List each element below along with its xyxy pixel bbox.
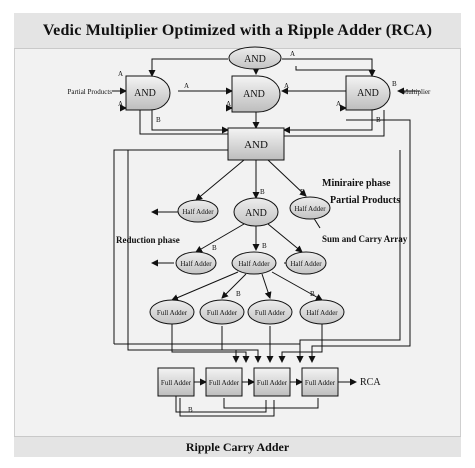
edge-label-b: B <box>392 80 397 88</box>
label-minimize-phase: Miniraire phase <box>322 178 391 189</box>
edge-label-b: B <box>156 116 161 124</box>
edge-label-a: A <box>336 100 341 108</box>
svg-text:Half Adder: Half Adder <box>290 260 322 268</box>
svg-text:Half Adder: Half Adder <box>180 260 212 268</box>
title-bar: Vedic Multiplier Optimized with a Ripple… <box>14 13 461 49</box>
svg-text:AND: AND <box>244 54 266 65</box>
and-gate-center: AND <box>231 75 281 113</box>
half-adder-node: Half Adder <box>285 251 327 275</box>
svg-text:Half Adder: Half Adder <box>294 205 326 213</box>
label-reduction-phase: Reduction phase <box>116 235 180 245</box>
svg-text:AND: AND <box>357 88 379 99</box>
label-multiplier: Multiplier <box>402 88 431 96</box>
and-gate-main: AND <box>227 127 285 161</box>
connectors <box>112 58 420 417</box>
and-gate-left: AND <box>125 75 171 111</box>
label-sum-carry-array: Sum and Carry Array <box>322 234 408 244</box>
edge-label-b: B <box>236 290 241 298</box>
svg-text:AND: AND <box>245 208 267 219</box>
footer-caption: Ripple Carry Adder <box>185 439 290 454</box>
diagram-title: Vedic Multiplier Optimized with a Ripple… <box>42 21 433 39</box>
label-partial-products-left: Partial Products <box>67 88 112 96</box>
half-adder-node: Half Adder <box>231 251 277 275</box>
and-gate-right: AND <box>345 75 391 111</box>
and-gate-mid: AND <box>233 197 279 227</box>
svg-text:Half Adder: Half Adder <box>306 309 338 317</box>
label-rca-output: RCA <box>360 377 381 388</box>
edge-labels: A A A A A A A B B B B B B B B B B <box>118 50 397 414</box>
svg-text:AND: AND <box>243 89 265 100</box>
label-partial-products: Partial Products <box>330 195 400 206</box>
rca-full-adder: Full Adder <box>157 367 195 397</box>
edge-label-b: B <box>188 406 193 414</box>
full-adder-node: Full Adder <box>199 299 245 325</box>
full-adder-node: Full Adder <box>149 299 195 325</box>
svg-text:Full Adder: Full Adder <box>157 309 188 317</box>
svg-text:Half Adder: Half Adder <box>182 208 214 216</box>
rca-full-adder: Full Adder <box>253 367 291 397</box>
edge-label-b: B <box>300 188 305 196</box>
edge-label-b: B <box>376 116 381 124</box>
svg-text:AND: AND <box>244 139 268 151</box>
edge-label-b: B <box>260 188 265 196</box>
edge-label-a: A <box>118 70 123 78</box>
footer-bar: Ripple Carry Adder <box>14 436 461 457</box>
edge-label-b: B <box>310 290 315 298</box>
half-adder-node: Half Adder <box>175 251 217 275</box>
edge-label-a: A <box>284 82 289 90</box>
and-gate-top: AND <box>228 46 282 70</box>
svg-text:AND: AND <box>134 88 156 99</box>
edge-label-a: A <box>118 100 123 108</box>
edge-label-a: A <box>290 50 295 58</box>
svg-text:Full Adder: Full Adder <box>305 379 336 387</box>
rca-full-adder: Full Adder <box>205 367 243 397</box>
svg-text:Full Adder: Full Adder <box>207 309 238 317</box>
edge-label-a: A <box>184 82 189 90</box>
rca-full-adder: Full Adder <box>301 367 339 397</box>
edge-label-b: B <box>212 244 217 252</box>
svg-text:Full Adder: Full Adder <box>209 379 240 387</box>
edge-label-b: B <box>262 242 267 250</box>
half-adder-node: Half Adder <box>299 299 345 325</box>
svg-text:Full Adder: Full Adder <box>257 379 288 387</box>
half-adder-node: Half Adder <box>289 196 331 220</box>
svg-text:Half Adder: Half Adder <box>238 260 270 268</box>
svg-text:Full Adder: Full Adder <box>255 309 286 317</box>
half-adder-node: Half Adder <box>177 199 219 223</box>
svg-text:Full Adder: Full Adder <box>161 379 192 387</box>
edge-label-a: A <box>226 100 231 108</box>
full-adder-node: Full Adder <box>247 299 293 325</box>
